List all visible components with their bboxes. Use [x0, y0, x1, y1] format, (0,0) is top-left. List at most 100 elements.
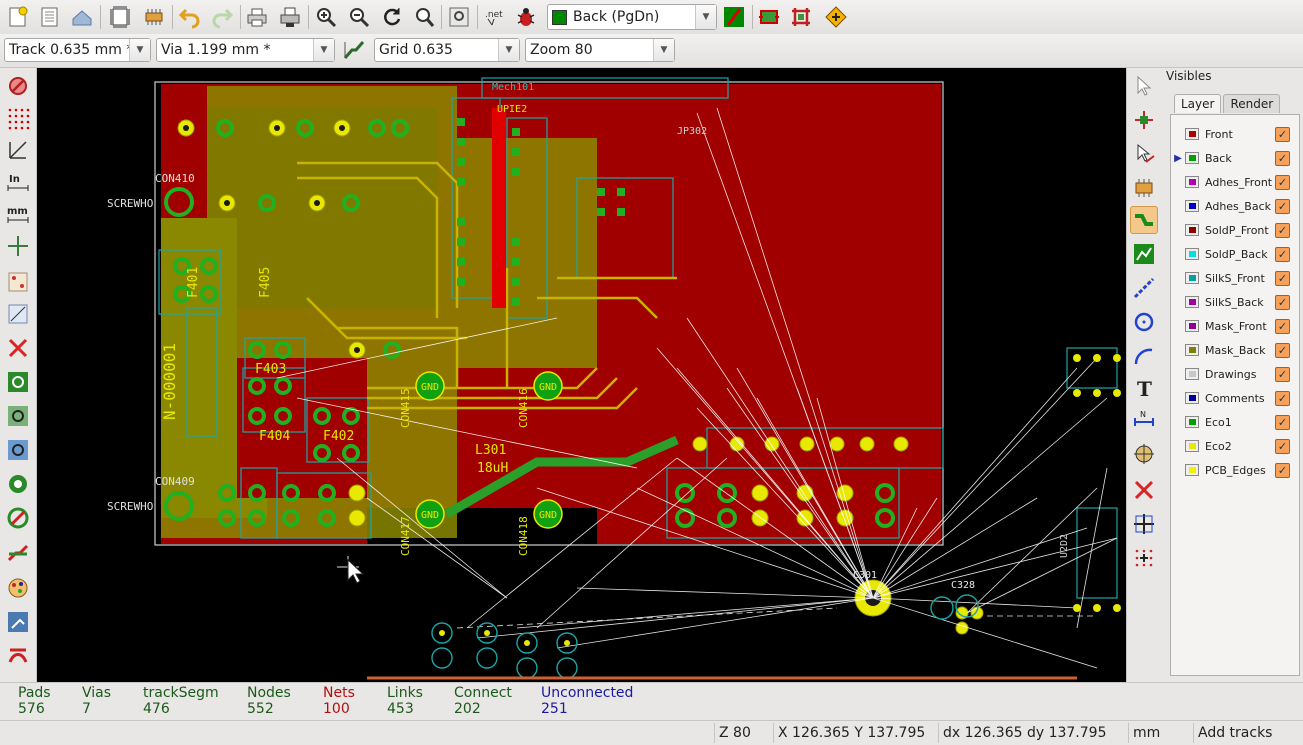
layer-row[interactable]: Comments✓ [1171, 387, 1299, 409]
select-arrow-icon[interactable] [1130, 72, 1158, 100]
layer-row[interactable]: SilkS_Front✓ [1171, 267, 1299, 289]
layer-color-swatch[interactable] [1185, 296, 1199, 308]
show-zones-icon[interactable] [4, 368, 32, 396]
add-graphic-line-icon[interactable] [1130, 274, 1158, 302]
module-editor-icon[interactable] [140, 3, 168, 31]
find-icon[interactable] [445, 3, 473, 31]
layer-color-swatch[interactable] [1185, 320, 1199, 332]
add-circle-icon[interactable] [1130, 308, 1158, 336]
layer-row[interactable]: Adhes_Front✓ [1171, 171, 1299, 193]
layer-row[interactable]: Eco2✓ [1171, 435, 1299, 457]
layer-visible-checkbox[interactable]: ✓ [1275, 126, 1290, 142]
add-module-icon[interactable] [1130, 174, 1158, 202]
netlist-icon[interactable]: .net [480, 3, 508, 31]
layer-color-swatch[interactable] [1185, 368, 1199, 380]
set-origin-icon[interactable] [1130, 510, 1158, 538]
zoom-fit-icon[interactable] [410, 3, 438, 31]
add-tracks-icon[interactable] [1130, 206, 1158, 234]
vias-sketch-icon[interactable] [4, 470, 32, 498]
layer-visible-checkbox[interactable]: ✓ [1275, 438, 1290, 454]
layer-color-swatch[interactable] [1185, 440, 1199, 452]
high-contrast-icon[interactable] [4, 538, 32, 566]
layer-row[interactable]: Drawings✓ [1171, 363, 1299, 385]
layer-visible-checkbox[interactable]: ✓ [1275, 174, 1290, 190]
new-board-icon[interactable] [4, 3, 32, 31]
pcb-canvas[interactable]: GND GND GND GND [37, 68, 1126, 682]
layer-color-swatch[interactable] [1185, 392, 1199, 404]
track-width-select[interactable]: Track 0.635 mm * ▼ [4, 38, 151, 62]
polar-coords-icon[interactable] [4, 136, 32, 164]
layer-visible-checkbox[interactable]: ✓ [1275, 462, 1290, 478]
layer-color-swatch[interactable] [1185, 224, 1199, 236]
layer-visible-checkbox[interactable]: ✓ [1275, 318, 1290, 334]
add-arc-icon[interactable] [1130, 342, 1158, 370]
add-dimension-icon[interactable]: N [1130, 406, 1158, 434]
zone-outline-icon[interactable] [4, 402, 32, 430]
redraw-icon[interactable] [378, 3, 406, 31]
layer-color-swatch[interactable] [1185, 248, 1199, 260]
layer-visible-checkbox[interactable]: ✓ [1275, 270, 1290, 286]
active-layer-select[interactable]: Back (PgDn) ▼ [547, 4, 717, 30]
add-text-icon[interactable]: T [1130, 374, 1158, 402]
layer-visible-checkbox[interactable]: ✓ [1275, 414, 1290, 430]
layer-row[interactable]: Front✓ [1171, 123, 1299, 145]
add-zones-icon[interactable] [1130, 240, 1158, 268]
layer-color-swatch[interactable] [1185, 200, 1199, 212]
layer-row[interactable]: SoldP_Front✓ [1171, 219, 1299, 241]
microwave-toolbar-icon[interactable] [4, 608, 32, 636]
layer-row[interactable]: ▶Back✓ [1171, 147, 1299, 169]
drc-off-icon[interactable] [4, 72, 32, 100]
local-ratsnest-icon[interactable] [1130, 140, 1158, 168]
microwave-tools-icon[interactable] [822, 3, 850, 31]
drc-bug-icon[interactable] [512, 3, 540, 31]
page-settings-icon[interactable] [106, 3, 134, 31]
open-board-icon[interactable] [36, 3, 64, 31]
auto-delete-track-icon[interactable] [4, 334, 32, 362]
layer-row[interactable]: SoldP_Back✓ [1171, 243, 1299, 265]
zoom-out-icon[interactable] [345, 3, 373, 31]
layer-color-swatch[interactable] [1185, 272, 1199, 284]
auto-place-icon[interactable] [755, 3, 783, 31]
layer-row[interactable]: Adhes_Back✓ [1171, 195, 1299, 217]
grid-toggle-icon[interactable] [4, 104, 32, 132]
layer-color-swatch[interactable] [1185, 152, 1199, 164]
layer-row[interactable]: Mask_Front✓ [1171, 315, 1299, 337]
ratsnest-icon[interactable] [4, 268, 32, 296]
grid-select[interactable]: Grid 0.635 ▼ [374, 38, 520, 62]
layer-visible-checkbox[interactable]: ✓ [1275, 390, 1290, 406]
layer-visible-checkbox[interactable]: ✓ [1275, 294, 1290, 310]
layer-visible-checkbox[interactable]: ✓ [1275, 246, 1290, 262]
layer-pair-icon[interactable] [720, 3, 748, 31]
layer-visible-checkbox[interactable]: ✓ [1275, 366, 1290, 382]
via-size-select[interactable]: Via 1.199 mm * ▼ [156, 38, 335, 62]
grid-origin-icon[interactable] [1130, 544, 1158, 572]
layer-visible-checkbox[interactable]: ✓ [1275, 342, 1290, 358]
zoom-select[interactable]: Zoom 80 ▼ [525, 38, 675, 62]
highlight-net-icon[interactable] [1130, 106, 1158, 134]
layer-color-swatch[interactable] [1185, 464, 1199, 476]
save-board-icon[interactable] [68, 3, 96, 31]
layer-color-swatch[interactable] [1185, 128, 1199, 140]
tab-render[interactable]: Render [1223, 94, 1281, 113]
pcb-layers-icon[interactable] [4, 642, 32, 670]
layer-visible-checkbox[interactable]: ✓ [1275, 198, 1290, 214]
layer-color-swatch[interactable] [1185, 344, 1199, 356]
layer-row[interactable]: Mask_Back✓ [1171, 339, 1299, 361]
auto-track-width-icon[interactable] [340, 36, 368, 64]
layer-row[interactable]: PCB_Edges✓ [1171, 459, 1299, 481]
layer-visible-checkbox[interactable]: ✓ [1275, 150, 1290, 166]
units-inch-icon[interactable]: In [4, 168, 32, 196]
layer-manager-icon[interactable] [4, 574, 32, 602]
zoom-in-icon[interactable] [312, 3, 340, 31]
undo-icon[interactable] [176, 3, 204, 31]
plot-icon[interactable] [276, 3, 304, 31]
tracks-sketch-icon[interactable] [4, 504, 32, 532]
print-icon[interactable] [243, 3, 271, 31]
layer-color-swatch[interactable] [1185, 416, 1199, 428]
layer-row[interactable]: Eco1✓ [1171, 411, 1299, 433]
cursor-shape-icon[interactable] [4, 232, 32, 260]
tab-layer[interactable]: Layer [1174, 94, 1222, 113]
units-mm-icon[interactable]: mm [4, 200, 32, 228]
delete-icon[interactable] [1130, 476, 1158, 504]
layer-color-swatch[interactable] [1185, 176, 1199, 188]
